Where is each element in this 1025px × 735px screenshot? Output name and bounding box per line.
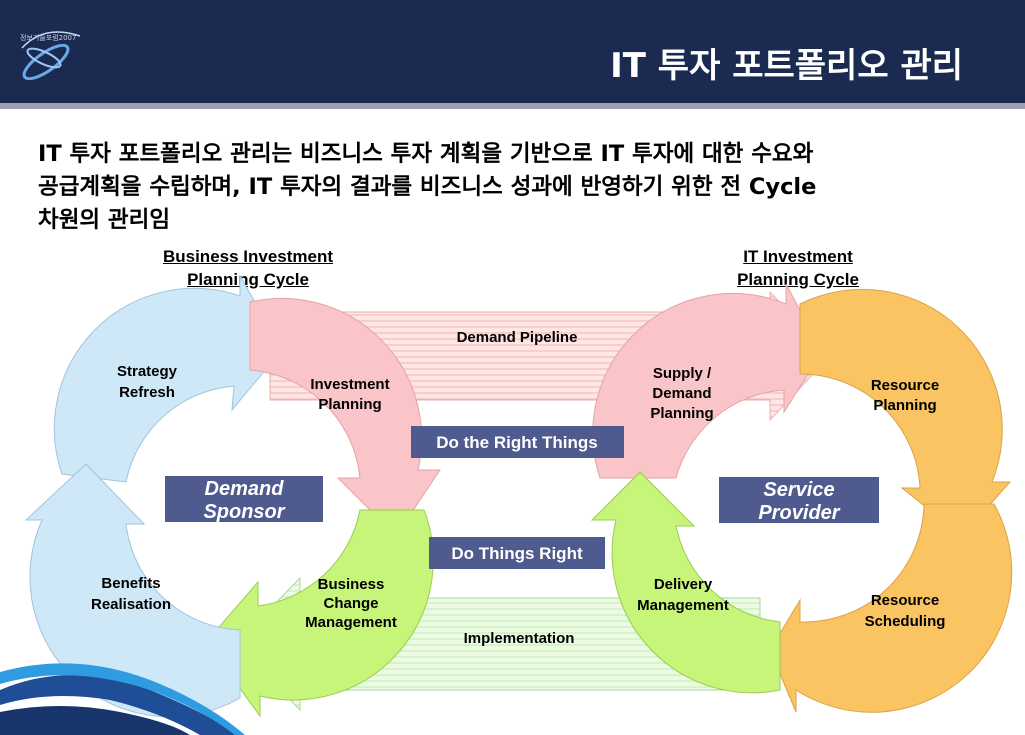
strategy-refresh-segment	[53, 274, 283, 483]
header-bar: 정보기술포럼2007 IT 투자 포트폴리오 관리	[0, 0, 1025, 103]
resource-planning-label-2: Planning	[873, 397, 936, 414]
demand-pipeline-label: Demand Pipeline	[457, 329, 578, 346]
intro-line-3: 차원의 관리임	[38, 207, 171, 233]
left-cycle-title-line-2: Planning Cycle	[187, 270, 309, 289]
strategy-label-1: Strategy	[117, 363, 178, 380]
service-provider-box	[719, 477, 879, 523]
delivery-management-segment	[590, 471, 781, 694]
ring-orbit-logo-icon: 정보기술포럼2007	[20, 31, 81, 81]
do-things-right-box	[429, 537, 605, 569]
strategy-label-2: Refresh	[119, 384, 175, 401]
service-provider-label-1: Service	[763, 479, 834, 501]
right-cycle-title-line-1: IT Investment	[743, 247, 853, 266]
do-right-things-label: Do the Right Things	[436, 433, 597, 452]
do-right-things-box	[411, 426, 624, 458]
intro-line-2: 공급계획을 수립하며, IT 투자의 결과를 비즈니스 성과에 반영하기 위한 …	[38, 174, 817, 200]
change-label-2: Change	[323, 595, 378, 612]
left-cycle-title: Business Investment Planning Cycle	[138, 245, 358, 291]
resource-planning-label-1: Resource	[871, 377, 939, 394]
supply-label-2: Demand	[652, 385, 711, 402]
page-title: IT 투자 포트폴리오 관리	[610, 46, 963, 86]
investment-label-1: Investment	[310, 376, 389, 393]
benefits-label-2: Realisation	[91, 596, 171, 613]
service-provider-label-2: Provider	[758, 502, 840, 524]
logo-text: 정보기술포럼2007	[20, 33, 76, 42]
benefits-label-1: Benefits	[101, 575, 160, 592]
delivery-label-1: Delivery	[654, 576, 713, 593]
supply-label-3: Planning	[650, 405, 713, 422]
demand-sponsor-label-2: Sponsor	[203, 501, 285, 523]
intro-paragraph: IT 투자 포트폴리오 관리는 비즈니스 투자 계획을 기반으로 IT 투자에 …	[38, 138, 998, 237]
resource-planning-segment	[799, 288, 1012, 537]
right-cycle-title: IT Investment Planning Cycle	[708, 245, 888, 291]
do-things-right-label: Do Things Right	[451, 544, 583, 563]
supply-label-1: Supply /	[653, 365, 712, 382]
supply-demand-segment	[592, 283, 823, 479]
implementation-label: Implementation	[464, 630, 575, 647]
demand-sponsor-box	[165, 476, 323, 522]
resource-scheduling-label-2: Scheduling	[865, 613, 946, 630]
decorative-swoosh	[0, 663, 245, 735]
change-label-3: Management	[305, 614, 397, 631]
resource-scheduling-label-1: Resource	[871, 592, 939, 609]
intro-line-1: IT 투자 포트폴리오 관리는 비즈니스 투자 계획을 기반으로 IT 투자에 …	[38, 141, 814, 167]
demand-sponsor-label-1: Demand	[205, 478, 285, 500]
benefits-realisation-segment	[24, 463, 241, 718]
header-divider	[0, 103, 1025, 109]
right-cycle-title-line-2: Planning Cycle	[737, 270, 859, 289]
resource-scheduling-segment	[769, 503, 1013, 713]
left-cycle-title-line-1: Business Investment	[162, 247, 334, 266]
change-label-1: Business	[318, 576, 385, 593]
business-change-segment	[205, 509, 434, 718]
delivery-label-2: Management	[637, 597, 729, 614]
investment-label-2: Planning	[318, 396, 381, 413]
